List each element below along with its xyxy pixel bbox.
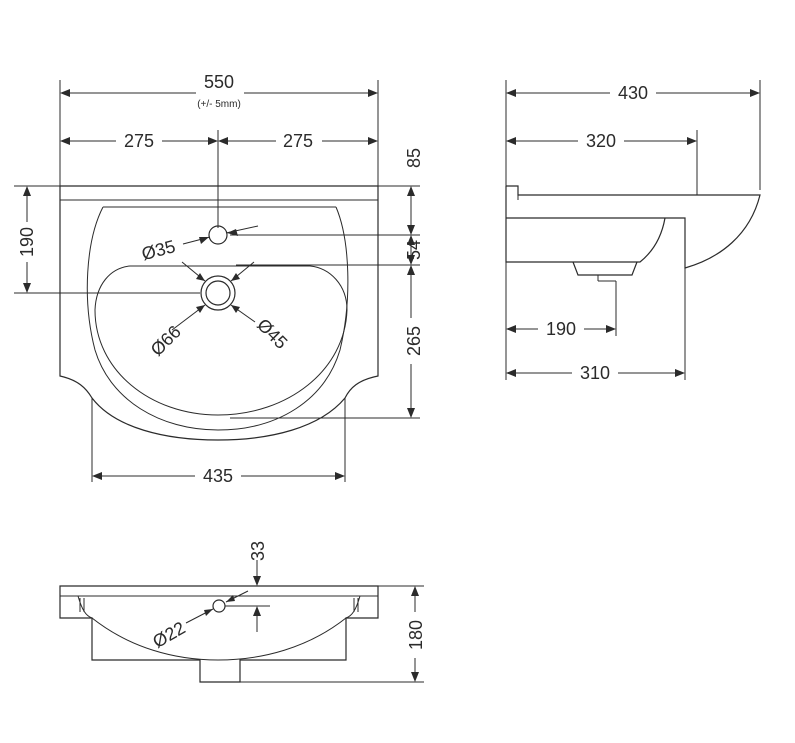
dim-275-right: 275 (283, 131, 313, 151)
dim-320: 320 (586, 131, 616, 151)
waste-inner (205, 280, 231, 306)
dim-54: 54 (404, 240, 424, 260)
dim-tap-hole: Ø35 (139, 236, 177, 264)
dim-waste-outer: Ø66 (147, 322, 185, 360)
front-view: 33 Ø22 180 (59, 541, 426, 683)
dim-190-left: 190 (17, 227, 37, 257)
dim-265: 265 (404, 326, 424, 356)
dim-190-side: 190 (546, 319, 576, 339)
bowl-inner (94, 265, 348, 416)
front-bowl-curve (91, 617, 347, 661)
side-view: 430 320 190 310 (505, 80, 761, 383)
dim-310: 310 (580, 363, 610, 383)
dim-430: 430 (618, 83, 648, 103)
dim-33: 33 (248, 541, 268, 561)
dim-waste-inner: Ø45 (253, 315, 291, 353)
side-waste (572, 261, 638, 276)
waste-outer (200, 275, 236, 311)
dim-275-left: 275 (124, 131, 154, 151)
overflow-hole (212, 599, 226, 613)
dim-85: 85 (404, 148, 424, 168)
dim-550: 550 (204, 72, 234, 92)
dim-overflow: Ø22 (149, 618, 188, 652)
dim-tolerance: (+/- 5mm) (197, 99, 241, 110)
dim-435: 435 (203, 466, 233, 486)
basin-plan-outline (59, 185, 379, 441)
bowl-outer-curve (86, 206, 349, 431)
tap-hole (208, 225, 228, 245)
dim-180: 180 (406, 620, 426, 650)
plan-view: 550 (+/- 5mm) 275 275 190 (14, 72, 424, 486)
basin-side-outline (506, 185, 761, 269)
